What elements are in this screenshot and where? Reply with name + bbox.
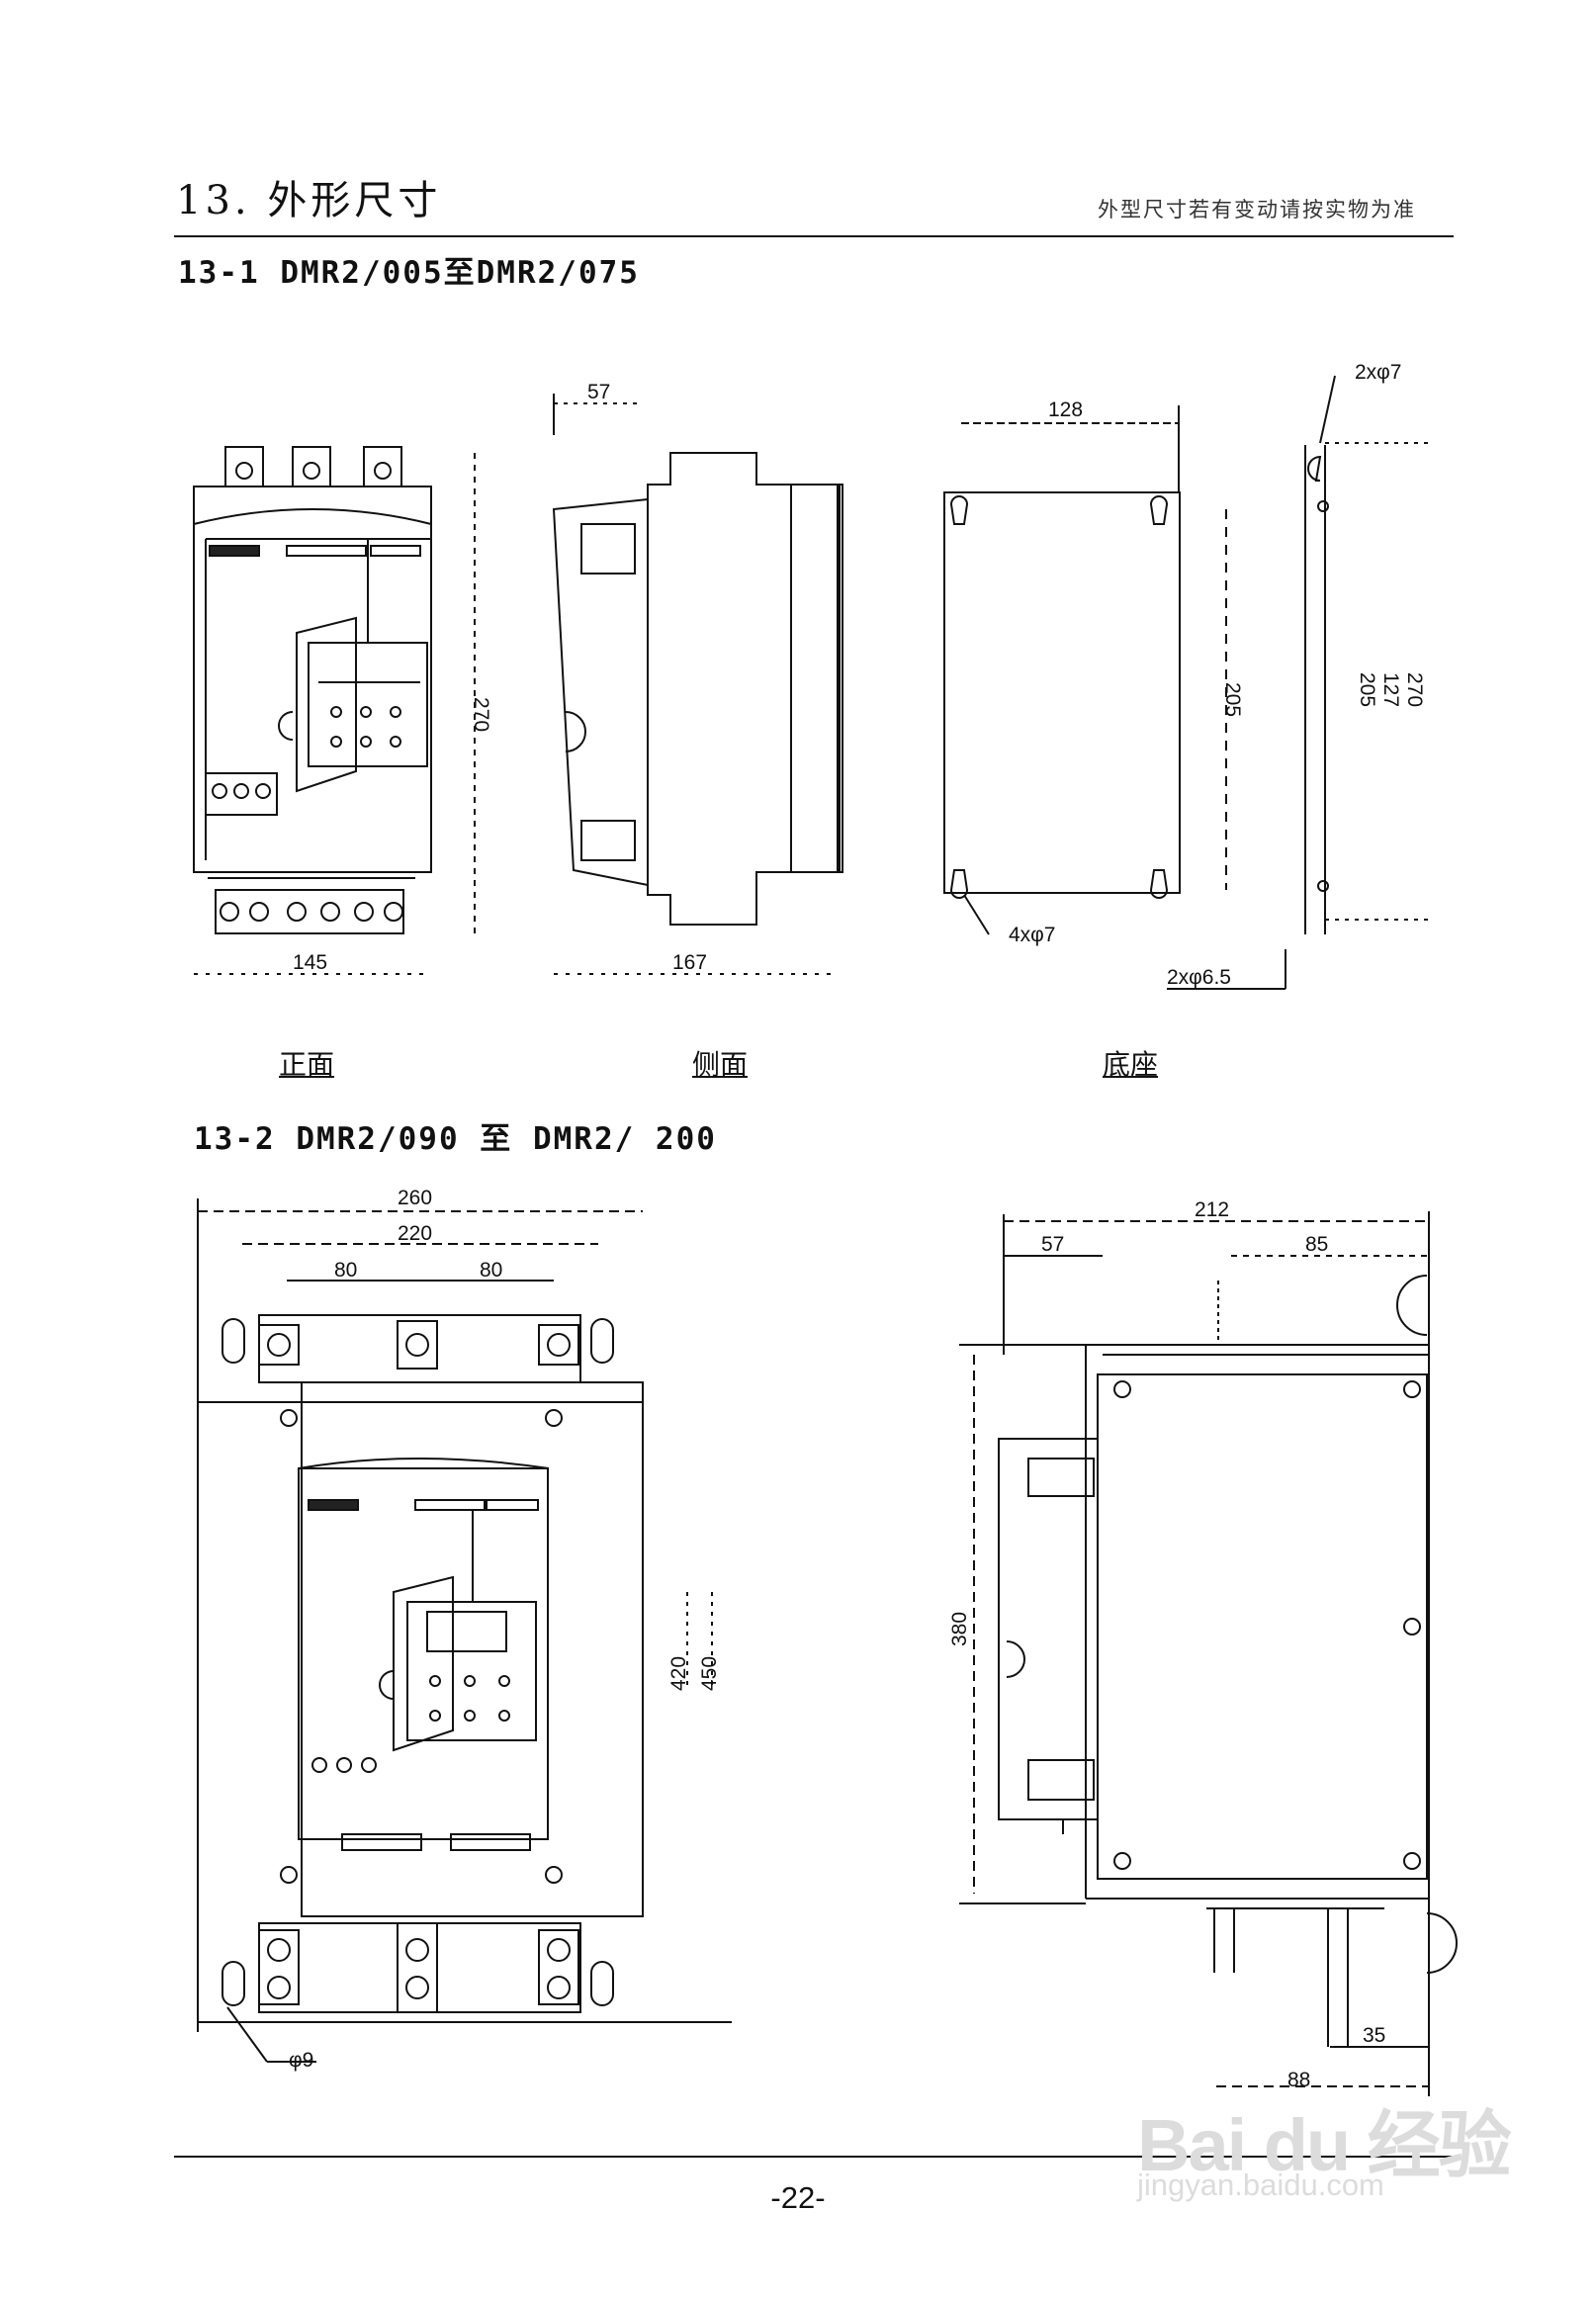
s2-dim-bottom-a: 35	[1363, 2024, 1385, 2047]
s1-dim-base-height: 205	[1221, 682, 1244, 717]
s1-dim-hole-bottom: 4xφ7	[1009, 924, 1055, 946]
baidu-watermark-url: jingyan.baidu.com	[1137, 2167, 1384, 2202]
section1-title: 13-1 DMR2/005至DMR2/075	[178, 255, 640, 291]
s1-dim-hole-side: 2xφ6.5	[1167, 966, 1231, 989]
s1-dim-side-270: 270	[1403, 672, 1426, 707]
header-note: 外型尺寸若有变动请按实物为准	[1098, 198, 1416, 221]
s2-dim-pitch-left: 80	[334, 1259, 357, 1282]
s2-dim-height-side: 380	[948, 1612, 971, 1646]
s1-dim-side-205: 205	[1356, 672, 1378, 707]
s2-dim-hole: φ9	[289, 2049, 313, 2072]
s2-dim-height-inner: 420	[667, 1656, 690, 1691]
s2-front-view	[197, 1198, 732, 2063]
page-number: -22-	[770, 2180, 826, 2215]
s1-base-view	[943, 375, 1429, 990]
s2-dim-pitch-right: 80	[480, 1259, 502, 1282]
footer-rule	[174, 2156, 1454, 2158]
header-rule	[174, 235, 1454, 237]
s1-dim-side-127: 127	[1379, 672, 1402, 707]
s1-dim-height: 270	[470, 697, 492, 732]
s1-side-view	[552, 394, 843, 975]
s2-dim-depth-total: 212	[1195, 1198, 1229, 1221]
s2-dim-bottom-b: 88	[1287, 2069, 1310, 2091]
s2-side-view	[959, 1211, 1458, 2096]
caption-base: 底座	[1103, 1048, 1159, 1081]
s2-dim-width-total: 260	[398, 1187, 432, 1209]
section2-title: 13-2 DMR2/090 至 DMR2/ 200	[194, 1121, 717, 1157]
s1-dim-base-width: 128	[1048, 398, 1083, 421]
s1-dim-hole-top: 2xφ7	[1355, 361, 1401, 384]
page-title: 13. 外形尺寸	[176, 178, 442, 223]
s1-dim-width: 145	[293, 951, 327, 974]
s2-dim-depth-front: 57	[1041, 1233, 1064, 1256]
s1-dim-side-depth: 57	[587, 381, 610, 403]
s2-dim-depth-rear: 85	[1305, 1233, 1328, 1256]
baidu-watermark-logo: Bai du 经验	[1137, 2104, 1512, 2186]
caption-front: 正面	[279, 1048, 335, 1081]
s1-front-view	[193, 446, 476, 975]
s2-dim-width-inner: 220	[398, 1222, 432, 1245]
s2-dim-height-total: 450	[698, 1656, 721, 1691]
caption-side: 侧面	[692, 1048, 749, 1081]
s1-dim-depth: 167	[672, 951, 707, 974]
